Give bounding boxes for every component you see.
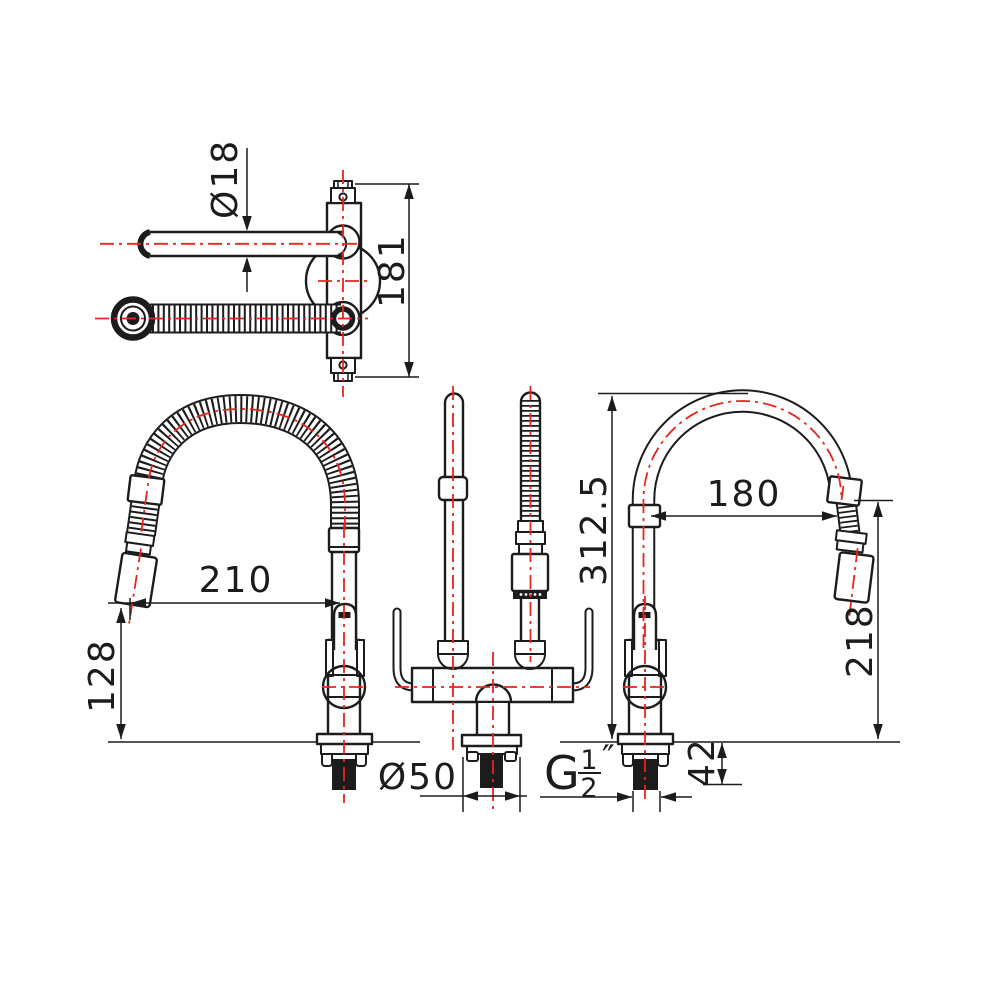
dim-spray-reach-label: 210 [199,560,274,601]
hose-collar [126,474,166,506]
dim-arrowhead [116,608,126,623]
dim-arrowhead [873,724,883,739]
dim-spray-tip-height-label: 128 [82,638,123,713]
spray-connector [124,531,156,556]
centerlines-front-view [395,386,590,810]
dim-outlet-height-label: 218 [840,603,881,678]
side-view-arc: 312.5 180 218 42 G 1 [540,389,900,812]
dim-spout-diameter-label: Ø18 [205,139,246,219]
dim-spout-reach-label: 180 [707,474,782,515]
dim-base-diameter-label: Ø50 [378,757,458,798]
thread-numerator-label: 1 [580,745,597,776]
dim-body-height-label: 181 [372,233,413,308]
hose-collar-right [826,475,863,507]
centerlines-side-view [322,524,366,803]
thread-shank-front [480,751,503,788]
dimension-thread-size: G 1 2 ″ [540,738,692,812]
side-view-spring: 210 128 [82,393,420,803]
spout-front [437,392,469,642]
dim-arrowhead [404,184,414,199]
dimension-total-height: 312.5 [574,392,748,739]
dim-arrowhead [116,724,126,739]
dimension-shank-length: 42 [682,737,742,787]
centerlines-right-view [623,596,667,803]
hose-centerline [140,408,346,535]
dim-shank-length-label: 42 [682,737,723,787]
dim-arrowhead [661,792,676,802]
dimension-spout-reach: 180 [651,474,837,521]
spray-head [114,548,158,624]
mini-spring [835,499,861,535]
dim-arrowhead [463,791,478,801]
spring-hose-arc [126,393,360,537]
thread-prefix-label: G [544,746,581,800]
hose-centerline-right [642,400,845,648]
dim-arrowhead [822,511,837,521]
dim-arrowhead [242,257,252,272]
dimension-spray-tip-height: 128 [82,608,126,739]
port-dome-right [514,640,546,670]
dim-arrowhead [505,791,520,801]
front-view: Ø50 [378,386,594,812]
base-flange-front [460,733,523,748]
dim-arrowhead [617,792,632,802]
spray-head-right [833,548,875,618]
dimension-base-diameter: Ø50 [378,757,527,812]
dimension-spray-reach: 210 [108,560,340,620]
spray-connector-right [834,529,868,554]
lever-handle [332,602,358,650]
dimension-outlet-height: 218 [840,499,893,739]
top-view: Ø18 181 [95,139,419,397]
dim-arrowhead [873,502,883,517]
dim-arrowhead [404,362,414,377]
base-assembly-front [460,733,523,788]
dim-arrowhead [607,396,617,411]
dim-total-height-label: 312.5 [574,473,615,586]
handle-left-front [392,607,419,692]
dimension-body-height: 181 [355,183,419,378]
thread-inches-mark: ″ [602,738,615,778]
handle-right-front [567,607,594,692]
hose-arc [631,389,856,648]
thread-denominator-label: 2 [580,773,597,804]
dimension-spout-diameter: Ø18 [205,139,252,292]
centerlines-top-view [95,170,368,397]
dim-arrowhead [607,724,617,739]
